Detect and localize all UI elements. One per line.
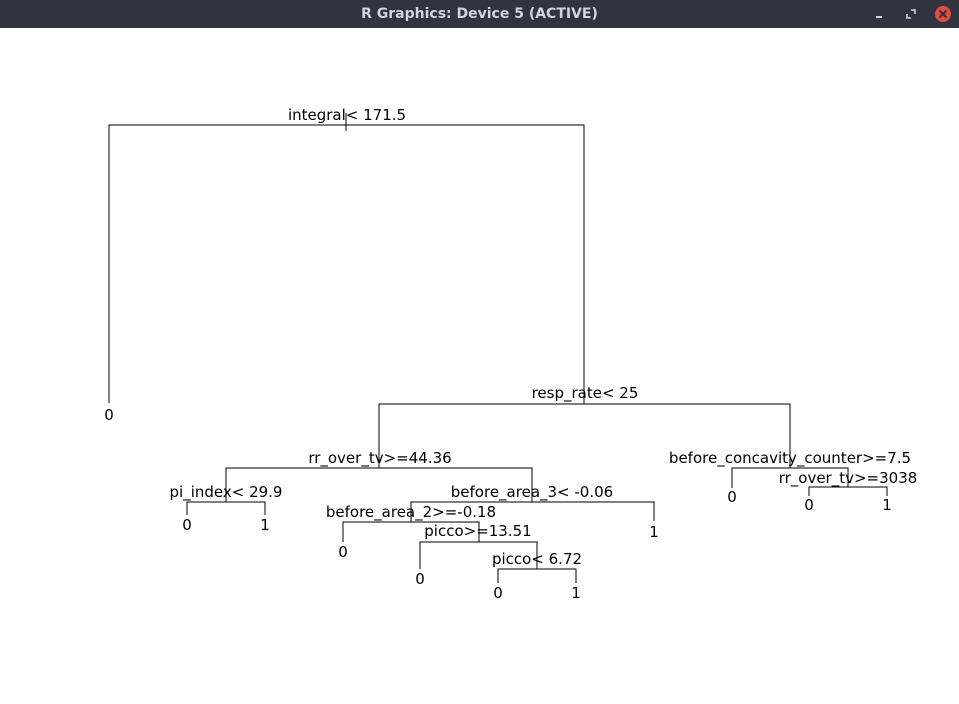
leaf-label: 1	[260, 516, 270, 534]
tree-branch	[225, 467, 533, 502]
tree-branch	[342, 521, 480, 542]
leaf-label: 0	[415, 570, 425, 588]
split-label: picco< 6.72	[492, 550, 582, 568]
split-label: before_area_2>=-0.18	[326, 503, 496, 522]
leaf-label: 0	[727, 488, 737, 506]
leaf-label: 0	[804, 496, 814, 514]
split-label: picco>=13.51	[424, 522, 531, 540]
split-label: resp_rate< 25	[532, 384, 639, 403]
tree-branch	[808, 486, 888, 496]
decision-tree-plot: integral< 171.5 resp_rate< 25 rr_over_tv…	[104, 106, 918, 602]
plot-canvas: integral< 171.5 resp_rate< 25 rr_over_tv…	[0, 28, 959, 700]
split-label: pi_index< 29.9	[170, 483, 283, 502]
leaf-label: 0	[104, 406, 114, 424]
split-label: integral< 171.5	[288, 106, 406, 124]
window-title: R Graphics: Device 5 (ACTIVE)	[361, 6, 598, 22]
minimize-icon[interactable]	[870, 5, 888, 23]
tree-branch	[497, 568, 577, 583]
leaf-label: 0	[493, 584, 503, 602]
leaf-label: 1	[649, 523, 659, 541]
split-label: before_concavity_counter>=7.5	[669, 449, 911, 468]
tree-branch	[731, 467, 849, 488]
split-label: rr_over_tv>=44.36	[308, 449, 451, 468]
split-label: rr_over_tv>=3038	[779, 469, 918, 488]
leaf-label: 1	[882, 496, 892, 514]
tree-branch	[108, 124, 585, 404]
restore-icon[interactable]	[902, 5, 920, 23]
tree-branch	[410, 501, 655, 522]
split-label: before_area_3< -0.06	[451, 483, 613, 502]
window-titlebar[interactable]: R Graphics: Device 5 (ACTIVE)	[0, 0, 959, 28]
leaf-label: 0	[182, 516, 192, 534]
tree-branch	[378, 403, 791, 468]
tree-branch	[186, 501, 266, 515]
tree-branch	[419, 541, 538, 569]
leaf-label: 1	[571, 584, 581, 602]
leaf-label: 0	[338, 543, 348, 561]
close-icon[interactable]	[934, 5, 952, 23]
